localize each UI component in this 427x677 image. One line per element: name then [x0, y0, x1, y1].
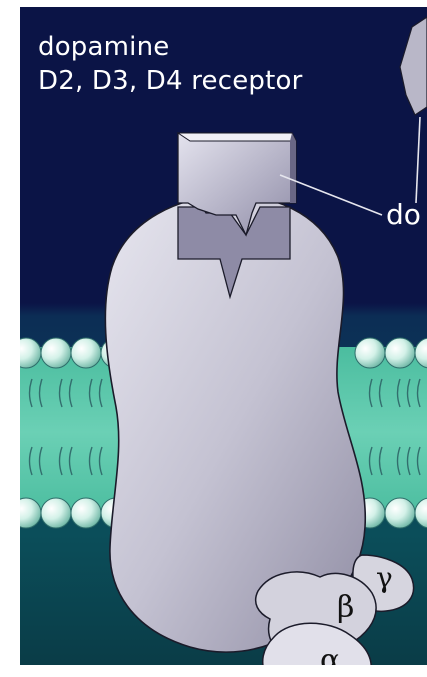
diagram-title-line2: D2, D3, D4 receptor [38, 65, 303, 97]
ligand-label: do [386, 199, 421, 231]
diagram-canvas [20, 7, 427, 665]
alpha-subunit-label: α [320, 643, 340, 665]
diagram-title-line1: dopamine [38, 31, 169, 63]
gamma-subunit-label: γ [376, 561, 393, 594]
beta-subunit-label: β [337, 590, 354, 625]
receptor-diagram: dopamine D2, D3, D4 receptor do γ β α [20, 7, 427, 665]
